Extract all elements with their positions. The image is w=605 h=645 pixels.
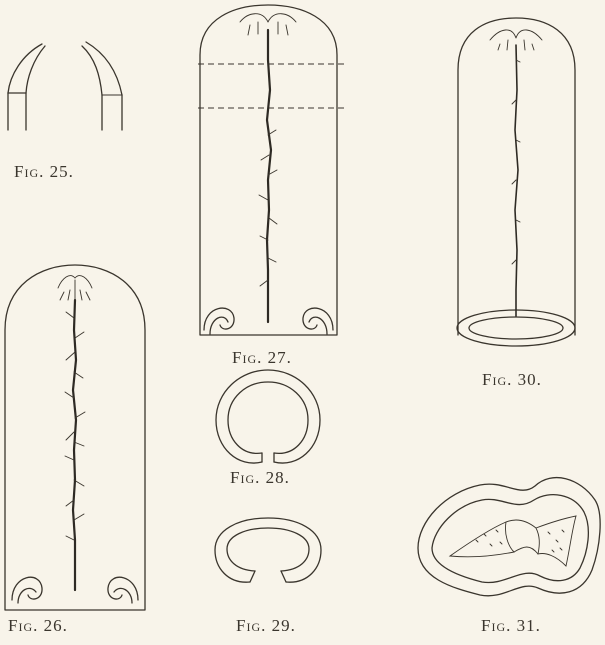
fig-31-drawing [418, 478, 600, 596]
fig-26-drawing [5, 265, 145, 610]
fig-25-caption: Fig. 25. [14, 162, 74, 182]
fig-30-drawing [457, 18, 575, 346]
fig-31-caption: Fig. 31. [481, 616, 541, 636]
fig-29-caption: Fig. 29. [236, 616, 296, 636]
fig-29-drawing [215, 518, 321, 582]
fig-30-caption: Fig. 30. [482, 370, 542, 390]
fig-25-drawing [8, 42, 122, 130]
fig-28-caption: Fig. 28. [230, 468, 290, 488]
fig-28-drawing [216, 370, 320, 463]
fig-27-drawing [198, 5, 348, 335]
fig-26-caption: Fig. 26. [8, 616, 68, 636]
fig-27-caption: Fig. 27. [232, 348, 292, 368]
